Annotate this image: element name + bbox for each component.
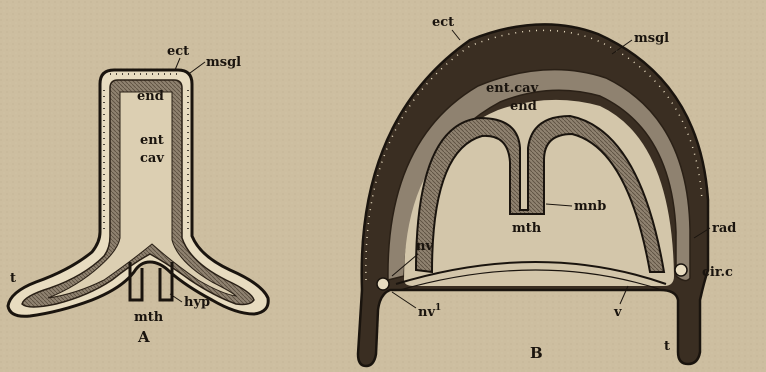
label-b-msgl: msgl: [634, 31, 669, 46]
label-b-mnb: mnb: [574, 199, 606, 214]
label-a-cav: cav: [140, 151, 164, 166]
label-b-t: t: [664, 339, 670, 354]
caption-b: B: [530, 344, 543, 362]
label-b-mth: mth: [512, 221, 542, 236]
label-b-ent-cav: ent.cav: [486, 81, 539, 96]
figure-b-circular-canal: [675, 264, 687, 276]
label-b-cir: cir.c: [702, 265, 733, 280]
label-a-ect: ect: [167, 44, 189, 59]
label-a-end: end: [137, 89, 164, 104]
label-b-ect: ect: [432, 15, 454, 30]
figure-b-nerve-ring: [377, 278, 389, 290]
label-a-hyp: hyp: [184, 295, 210, 310]
label-b-nv: nv: [416, 239, 433, 254]
label-b-end: end: [510, 99, 537, 114]
label-a-mth: mth: [134, 310, 164, 325]
label-a-msgl: msgl: [206, 55, 241, 70]
caption-a: A: [137, 328, 150, 346]
label-a-t: t: [10, 271, 16, 286]
label-b-v: v: [613, 305, 622, 320]
label-a-ent: ent: [140, 133, 164, 148]
label-b-rad: rad: [712, 221, 736, 236]
